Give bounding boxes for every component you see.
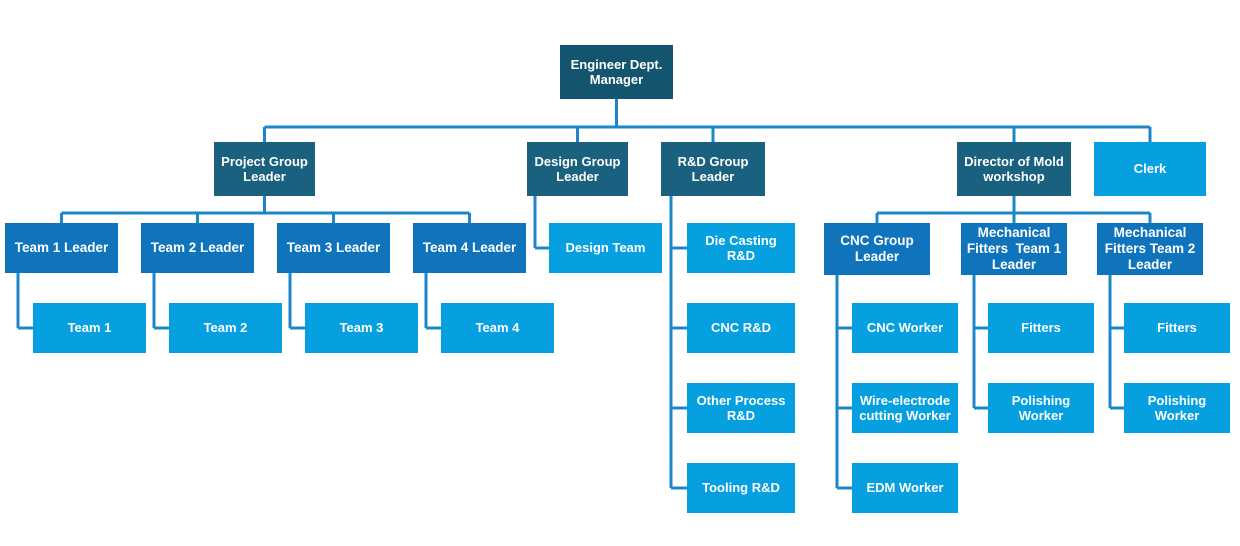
org-node-t4l[interactable]: Team 4 Leader — [413, 223, 526, 273]
org-node-fitters1[interactable]: Fitters — [988, 303, 1094, 353]
org-node-otherproc[interactable]: Other Process R&D — [687, 383, 795, 433]
org-node-t4[interactable]: Team 4 — [441, 303, 554, 353]
org-node-t2l[interactable]: Team 2 Leader — [141, 223, 254, 273]
org-node-proj[interactable]: Project Group Leader — [214, 142, 315, 196]
org-node-cncworker[interactable]: CNC Worker — [852, 303, 958, 353]
org-node-rnd[interactable]: R&D Group Leader — [661, 142, 765, 196]
org-node-mf2[interactable]: Mechanical Fitters Team 2 Leader — [1097, 223, 1203, 275]
org-node-diecast[interactable]: Die Casting R&D — [687, 223, 795, 273]
org-node-t3l[interactable]: Team 3 Leader — [277, 223, 390, 273]
org-node-mold[interactable]: Director of Mold workshop — [957, 142, 1071, 196]
org-node-edm[interactable]: EDM Worker — [852, 463, 958, 513]
org-node-root[interactable]: Engineer Dept. Manager — [560, 45, 673, 99]
org-node-mf1[interactable]: Mechanical Fitters Team 1 Leader — [961, 223, 1067, 275]
org-node-design[interactable]: Design Group Leader — [527, 142, 628, 196]
org-node-t1[interactable]: Team 1 — [33, 303, 146, 353]
org-node-t1l[interactable]: Team 1 Leader — [5, 223, 118, 273]
org-node-t3[interactable]: Team 3 — [305, 303, 418, 353]
org-node-cncgl[interactable]: CNC Group Leader — [824, 223, 930, 275]
org-node-designteam[interactable]: Design Team — [549, 223, 662, 273]
org-node-tooling[interactable]: Tooling R&D — [687, 463, 795, 513]
org-node-cncrnd[interactable]: CNC R&D — [687, 303, 795, 353]
org-node-t2[interactable]: Team 2 — [169, 303, 282, 353]
org-node-clerk[interactable]: Clerk — [1094, 142, 1206, 196]
org-node-fitters2[interactable]: Fitters — [1124, 303, 1230, 353]
org-node-polish1[interactable]: Polishing Worker — [988, 383, 1094, 433]
org-node-wirecut[interactable]: Wire-electrode cutting Worker — [852, 383, 958, 433]
org-node-polish2[interactable]: Polishing Worker — [1124, 383, 1230, 433]
